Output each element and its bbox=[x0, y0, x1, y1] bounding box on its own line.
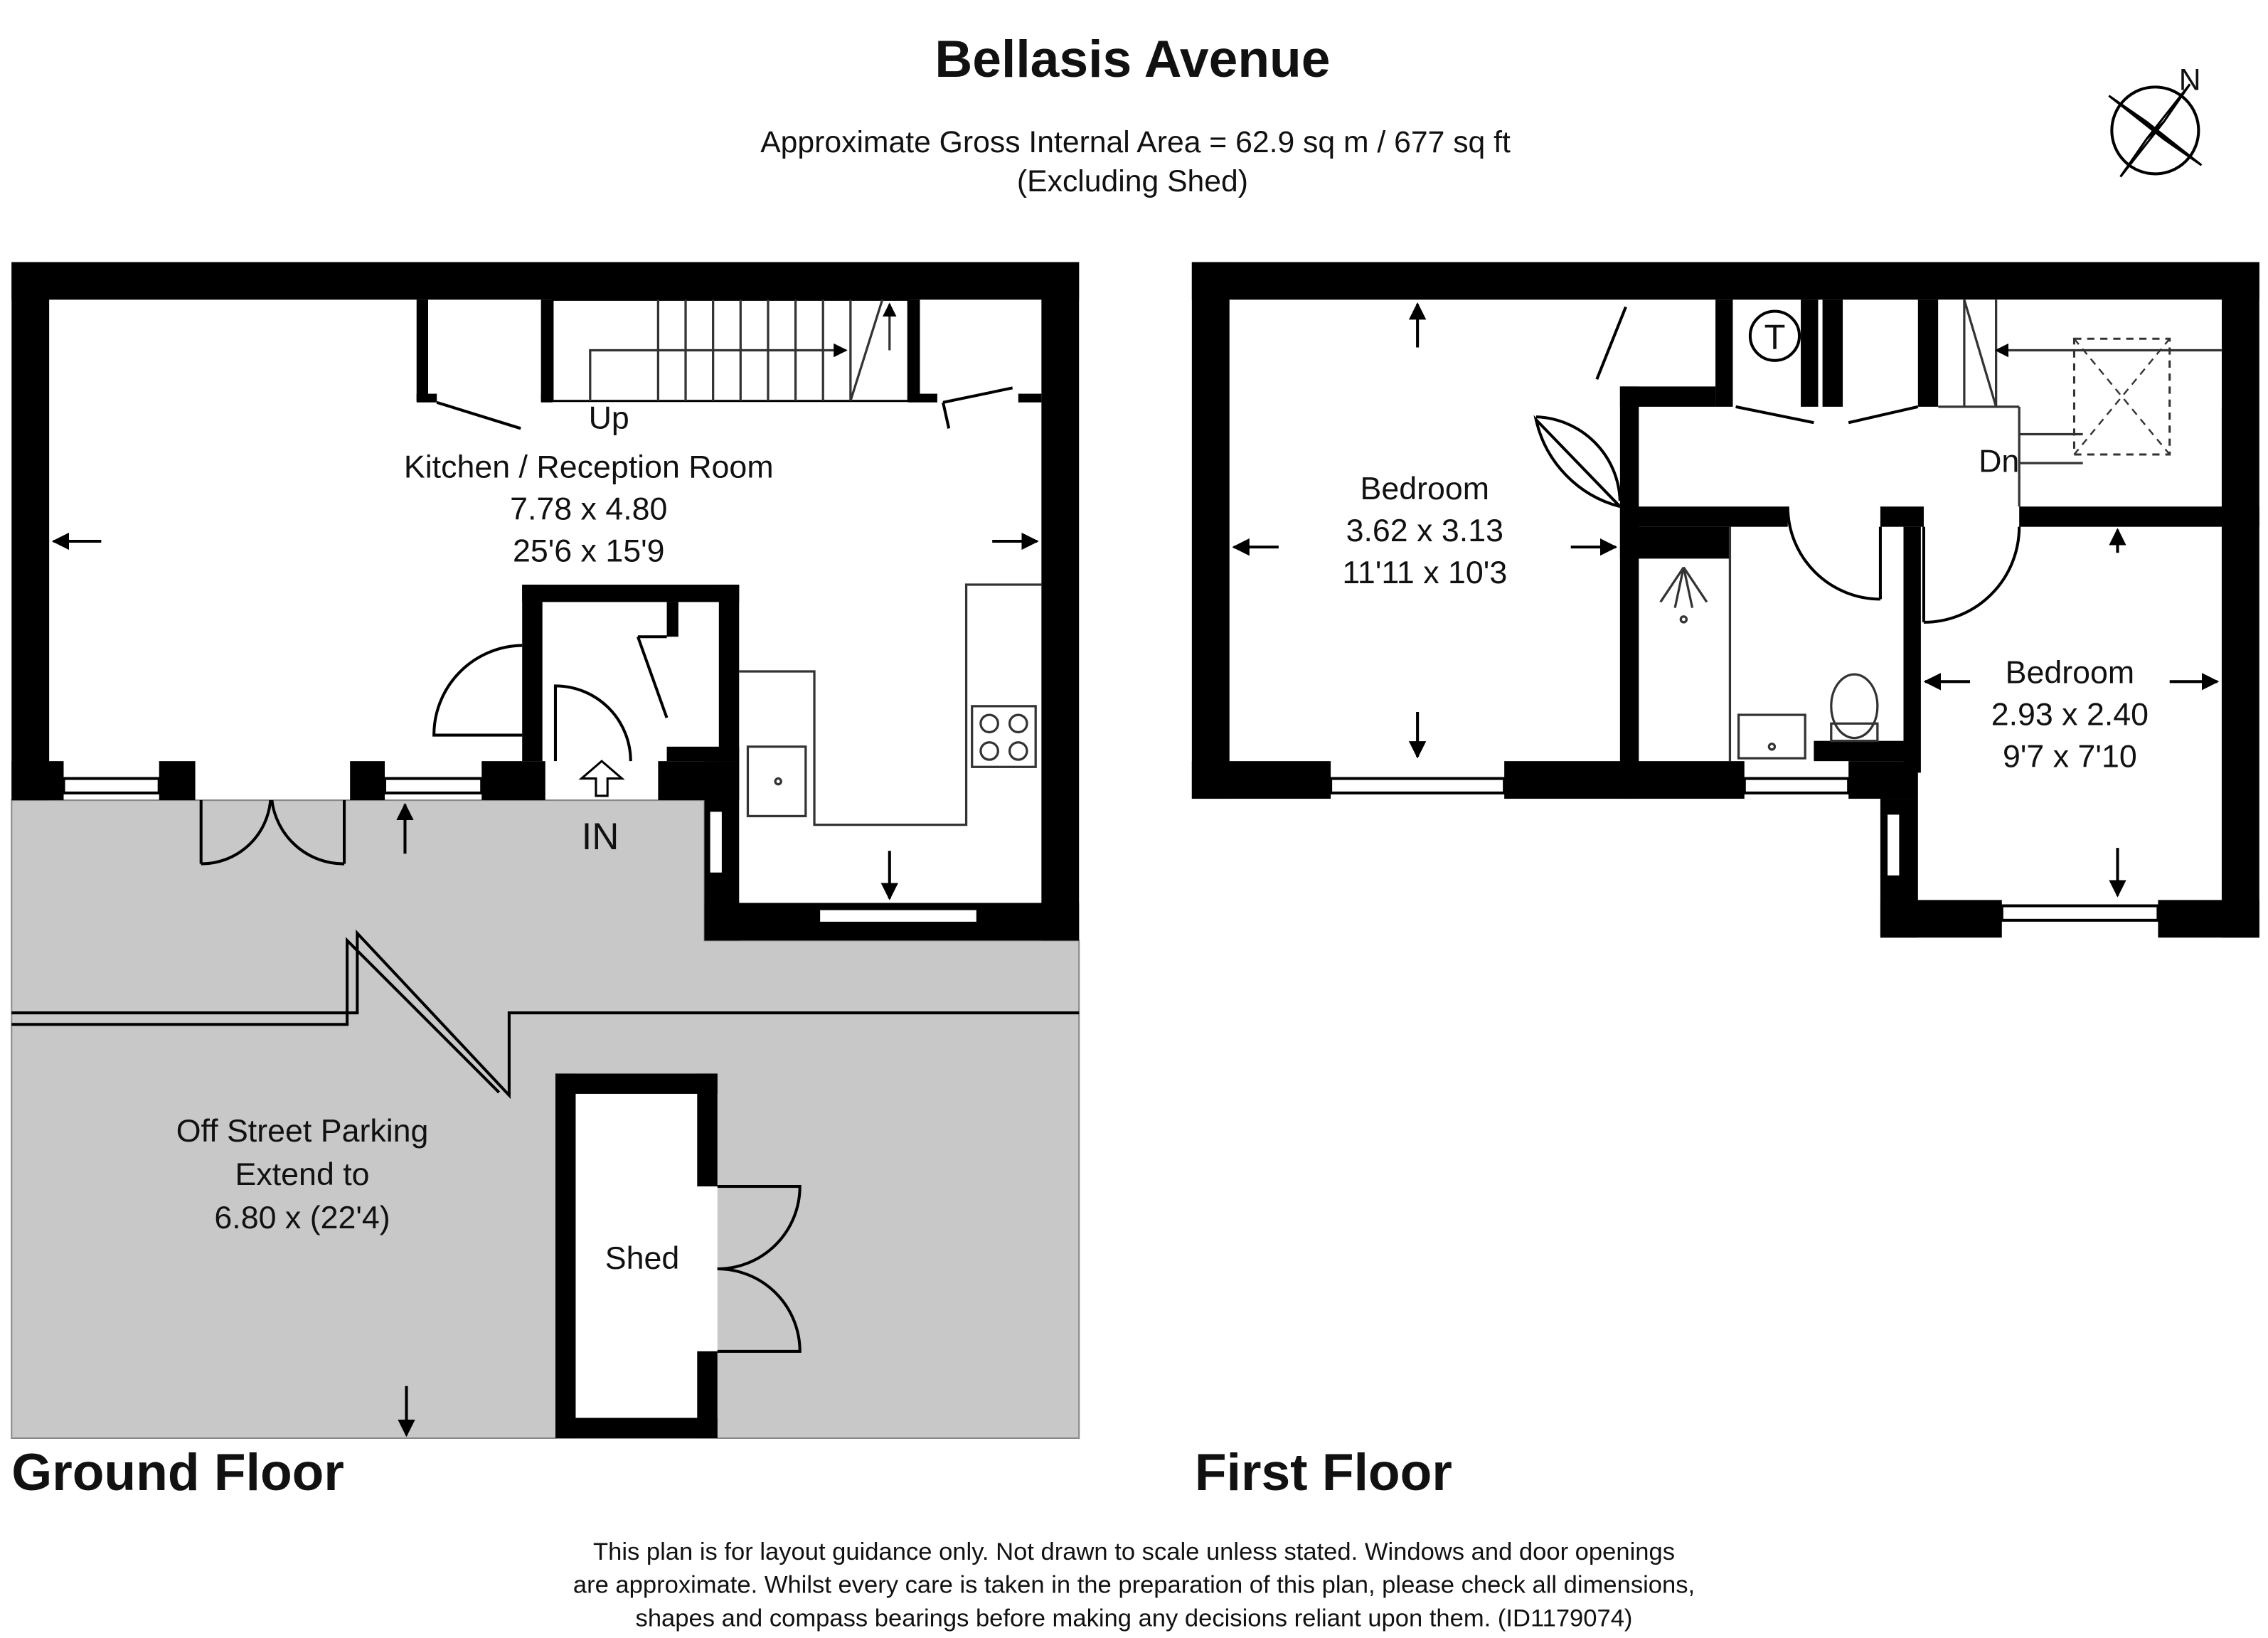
kitchen-imperial: 25'6 x 15'9 bbox=[513, 533, 665, 568]
tank-label: T bbox=[1764, 319, 1786, 357]
bedroom1-name: Bedroom bbox=[1361, 471, 1490, 506]
shower-icon bbox=[1659, 566, 1708, 624]
washbasin-icon bbox=[1737, 713, 1806, 760]
parking-divider bbox=[11, 930, 1080, 1100]
shed-label: Shed bbox=[605, 1240, 679, 1276]
bathroom-fixtures bbox=[1659, 526, 1879, 762]
first-stairs bbox=[1938, 299, 2222, 507]
first-floor-label: First Floor bbox=[1195, 1443, 1452, 1501]
bedroom2-name: Bedroom bbox=[2006, 654, 2135, 690]
disclaimer-line1: This plan is for layout guidance only. N… bbox=[593, 1538, 1675, 1565]
kitchen-units bbox=[739, 583, 1042, 826]
disclaimer-line2: are approximate. Whilst every care is ta… bbox=[573, 1572, 1695, 1599]
window bbox=[62, 777, 161, 794]
ground-stairs bbox=[551, 298, 910, 403]
bedroom2-imperial: 9'7 x 7'10 bbox=[2003, 738, 2137, 774]
window bbox=[383, 777, 484, 794]
toilet-icon bbox=[1830, 673, 1879, 740]
bedroom2-metric: 2.93 x 2.40 bbox=[1991, 696, 2149, 732]
window bbox=[1885, 812, 1902, 878]
entrance-arrow-icon bbox=[578, 760, 625, 797]
stairs-down-label: Dn bbox=[1979, 443, 2019, 479]
window bbox=[707, 809, 725, 876]
stairs-up-label: Up bbox=[589, 400, 629, 435]
disclaimer-line3: shapes and compass bearings before makin… bbox=[636, 1605, 1633, 1632]
parking-line3: 6.80 x (22'4) bbox=[214, 1200, 390, 1235]
parking-line1: Off Street Parking bbox=[176, 1113, 429, 1149]
compass-rose-icon bbox=[2108, 83, 2203, 178]
gross-internal-area: Approximate Gross Internal Area = 62.9 s… bbox=[760, 125, 1511, 159]
bedroom1-metric: 3.62 x 3.13 bbox=[1346, 513, 1503, 548]
parking-line2: Extend to bbox=[235, 1156, 370, 1192]
kitchen-name: Kitchen / Reception Room bbox=[404, 450, 774, 485]
window bbox=[2000, 904, 2160, 922]
bedroom1-imperial: 11'11 x 10'3 bbox=[1342, 555, 1507, 590]
kitchen-metric: 7.78 x 4.80 bbox=[510, 491, 667, 527]
hob-icon bbox=[971, 705, 1037, 768]
area-note: (Excluding Shed) bbox=[1017, 164, 1248, 198]
french-doors bbox=[199, 799, 346, 866]
window bbox=[1329, 777, 1506, 794]
entrance-label: IN bbox=[582, 816, 619, 858]
water-tank-icon bbox=[1748, 309, 1801, 362]
ground-floor-label: Ground Floor bbox=[11, 1443, 344, 1501]
compass-north-label: N bbox=[2179, 63, 2201, 97]
first-floor-walls bbox=[1191, 262, 2259, 938]
plan-title: Bellasis Avenue bbox=[935, 30, 1330, 88]
window bbox=[1742, 777, 1851, 794]
shed bbox=[555, 1073, 802, 1438]
window bbox=[817, 907, 979, 925]
